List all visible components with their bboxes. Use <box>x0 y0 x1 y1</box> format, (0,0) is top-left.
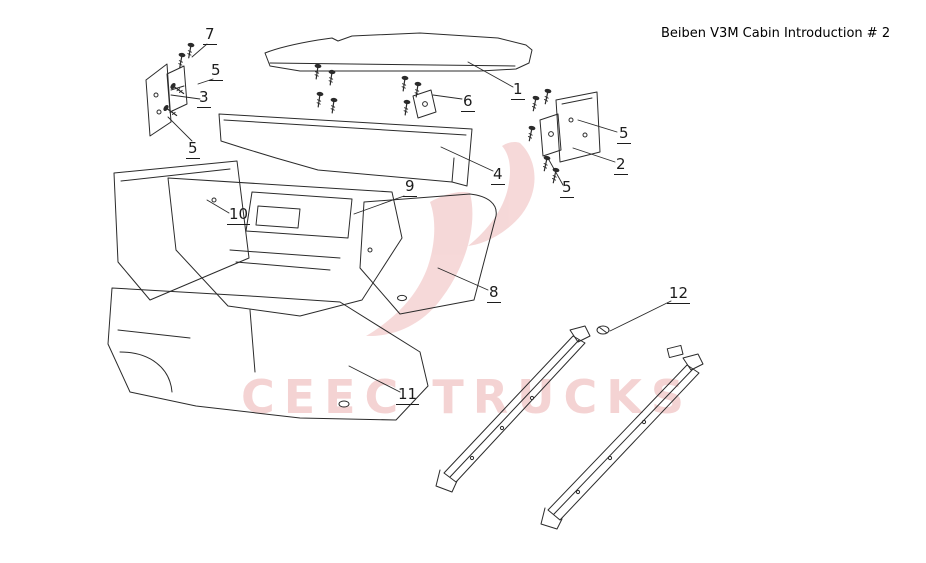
callout-2: 2 <box>614 155 628 175</box>
callout-5-right-top: 5 <box>617 124 631 144</box>
callout-7: 7 <box>203 25 217 45</box>
callout-11: 11 <box>396 385 420 405</box>
callout-1: 1 <box>511 80 525 100</box>
part-4-front-panel <box>218 113 473 187</box>
watermark-text: CEEC TRUCKS <box>241 370 693 424</box>
callout-8: 8 <box>487 283 501 303</box>
part-10-left-floor-mat <box>113 160 250 301</box>
callout-5-top-left: 5 <box>209 61 223 81</box>
callout-5-left: 5 <box>186 139 200 159</box>
part-12-mounting-rails <box>435 325 704 530</box>
callout-10: 10 <box>227 205 251 225</box>
part-3-left-bracket <box>145 63 188 137</box>
watermark-swoosh-upper <box>468 142 535 246</box>
leader-lines <box>167 43 672 393</box>
part-9-center-floor-panel <box>167 177 403 317</box>
callout-9: 9 <box>403 177 417 197</box>
part-11-lower-floor <box>107 287 429 421</box>
callout-3: 3 <box>197 88 211 108</box>
watermark-swoosh-lower <box>366 192 473 337</box>
callout-5-right-low: 5 <box>560 178 574 198</box>
part-1-roof-trim <box>264 32 533 72</box>
watermark-logo <box>366 142 535 337</box>
part-8-right-floor-mat <box>359 193 497 315</box>
callout-4: 4 <box>491 165 505 185</box>
part-6-center-fasteners <box>312 62 437 119</box>
callout-12: 12 <box>667 284 691 304</box>
callout-6: 6 <box>461 92 475 112</box>
part-2-right-bracket <box>539 91 601 163</box>
page-title: Beiben V3M Cabin Introduction # 2 <box>661 26 891 41</box>
